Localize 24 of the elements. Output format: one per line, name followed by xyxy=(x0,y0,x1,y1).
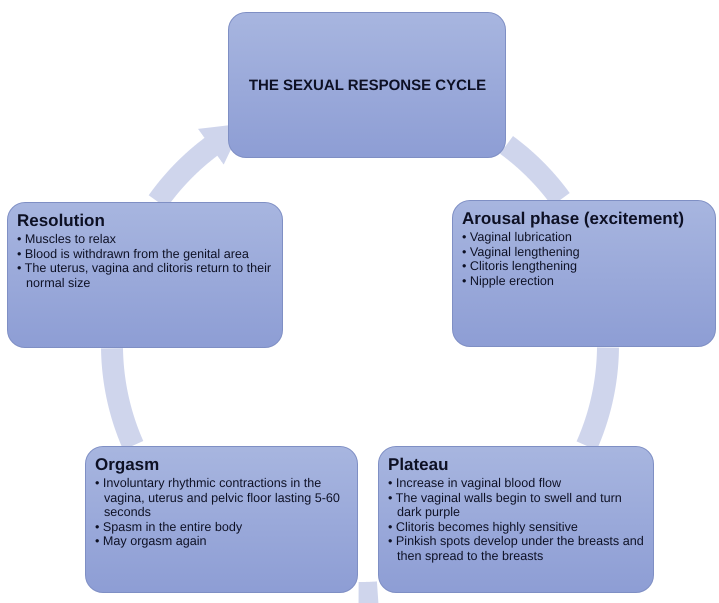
bullet-item: • Clitoris lengthening xyxy=(462,259,578,274)
phase-box xyxy=(85,446,358,593)
phase-box xyxy=(7,202,283,348)
bullet-item: • Nipple erection xyxy=(462,274,555,288)
phase-heading: Resolution xyxy=(17,211,106,231)
bullet-item: • Blood is withdrawn from the genital area xyxy=(17,246,250,261)
bullet-item: • Vaginal lengthening xyxy=(462,244,581,259)
phase-heading: Arousal phase (excitement) xyxy=(462,209,686,229)
bullet-item: • Vaginal lubrication xyxy=(462,230,573,244)
phase-box xyxy=(228,12,506,158)
bullet-item: • The vaginal walls begin to swell and turn dark purple xyxy=(388,490,623,520)
bullet-item: • Involuntary rhythmic contractions in the vagina, uterus and pelvic floor lasting 5-60 seconds xyxy=(95,476,341,520)
bullet-item: • Increase in vaginal blood flow xyxy=(388,476,562,490)
bullet-item: • Clitoris becomes highly sensitive xyxy=(388,520,579,534)
bullet-item: • Muscles to relax xyxy=(17,232,117,246)
phase-heading: Plateau xyxy=(388,455,450,475)
phase-heading: THE SEXUAL RESPONSE CYCLE xyxy=(248,76,486,96)
bullet-item: • Spasm in the entire body xyxy=(95,520,244,534)
phase-box xyxy=(378,446,654,593)
phase-box xyxy=(452,200,716,347)
bullet-item: • Pinkish spots develop under the breasts and then spread to the breasts xyxy=(388,534,645,563)
bullet-item: • The uterus, vagina and clitoris return to their normal size xyxy=(17,261,272,290)
phase-heading: Orgasm xyxy=(95,455,160,475)
bullet-item: • May orgasm again xyxy=(95,534,208,548)
